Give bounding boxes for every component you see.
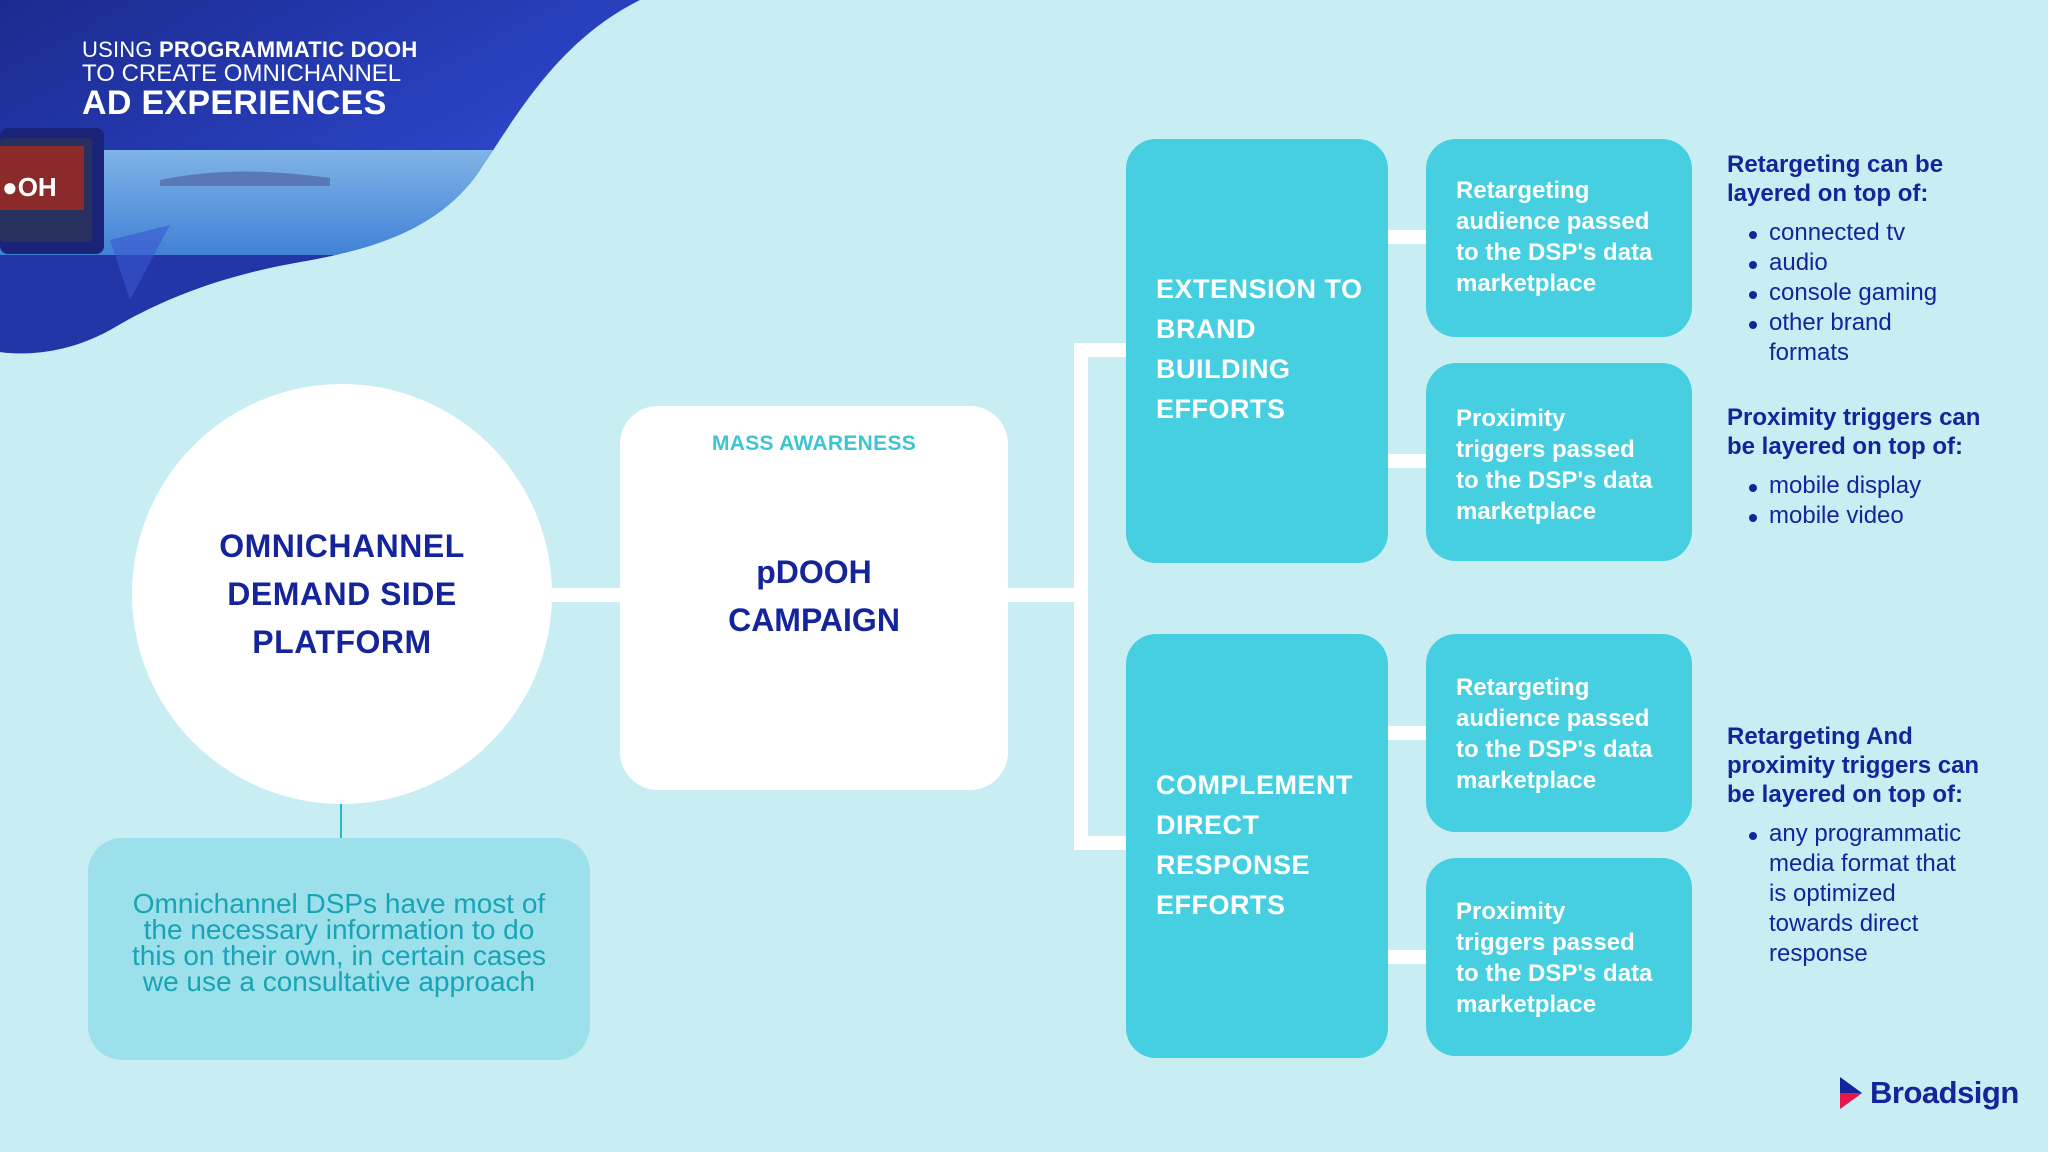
- campaign-card: MASS AWARENESS pDOOH CAMPAIGN: [620, 406, 1008, 790]
- branch-label: EXTENSION TO BRAND BUILDING EFFORTS: [1156, 274, 1363, 424]
- pin-stem: [340, 804, 342, 858]
- connector-sub-4: [1386, 950, 1428, 964]
- dsp-title: OMNICHANNEL DEMAND SIDE PLATFORM: [219, 528, 465, 660]
- connector-campaign-tree: [1008, 588, 1088, 602]
- screen-logo-icon: ●OH: [2, 172, 57, 202]
- title-line-2: TO CREATE OMNICHANNEL: [82, 60, 402, 88]
- branch-direct-response: COMPLEMENT DIRECT RESPONSE EFFORTS: [1126, 634, 1388, 1058]
- dsp-note: Omnichannel DSPs have most of the necess…: [88, 838, 590, 1060]
- list-item: other brand formats: [1749, 308, 2027, 368]
- list-item: mobile video: [1749, 501, 2027, 531]
- side-list: mobile display mobile video: [1727, 471, 2027, 531]
- side-heading: Retargeting And proximity triggers can b…: [1727, 723, 1980, 808]
- side-list: connected tv audio console gaming other …: [1727, 218, 2027, 368]
- sub-text: Proximity triggers passed to the DSP's d…: [1456, 898, 1653, 1018]
- sub-text: Proximity triggers passed to the DSP's d…: [1456, 405, 1653, 525]
- broadsign-logo: Broadsign: [1838, 1073, 2019, 1113]
- side-note-combined: Retargeting And proximity triggers can b…: [1727, 722, 2027, 969]
- list-item: any programmatic media format that is op…: [1749, 819, 2027, 969]
- sub-retargeting-1: Retargeting audience passed to the DSP's…: [1426, 139, 1692, 337]
- sub-retargeting-2: Retargeting audience passed to the DSP's…: [1426, 634, 1692, 832]
- side-heading: Retargeting can be layered on top of:: [1727, 151, 1944, 207]
- broadsign-play-icon: [1840, 1077, 1862, 1109]
- sub-text: Retargeting audience passed to the DSP's…: [1456, 177, 1653, 297]
- connector-tree-vertical: [1074, 343, 1088, 850]
- sub-proximity-2: Proximity triggers passed to the DSP's d…: [1426, 858, 1692, 1056]
- sub-proximity-1: Proximity triggers passed to the DSP's d…: [1426, 363, 1692, 561]
- list-item: mobile display: [1749, 471, 2027, 501]
- side-list: any programmatic media format that is op…: [1727, 819, 2027, 969]
- connector-sub-1: [1386, 230, 1428, 244]
- title-line-3: AD EXPERIENCES: [82, 84, 387, 123]
- brand-name: Broadsign: [1870, 1075, 2019, 1110]
- connector-dsp-campaign: [552, 588, 620, 602]
- header-title: USING PROGRAMMATIC DOOH TO CREATE OMNICH…: [82, 38, 417, 122]
- side-note-proximity: Proximity triggers can be layered on top…: [1727, 403, 2027, 531]
- list-item: console gaming: [1749, 278, 2027, 308]
- branch-brand-building: EXTENSION TO BRAND BUILDING EFFORTS: [1126, 139, 1388, 563]
- side-heading: Proximity triggers can be layered on top…: [1727, 404, 1981, 460]
- title-prefix: USING: [82, 37, 153, 62]
- header-banner: ●OH: [0, 0, 640, 354]
- side-note-retargeting: Retargeting can be layered on top of: co…: [1727, 150, 2027, 368]
- sub-text: Retargeting audience passed to the DSP's…: [1456, 674, 1653, 794]
- list-item: audio: [1749, 248, 2027, 278]
- campaign-kicker: MASS AWARENESS: [711, 432, 917, 455]
- dsp-note-text: Omnichannel DSPs have most of the necess…: [132, 888, 546, 997]
- dsp-circle: OMNICHANNEL DEMAND SIDE PLATFORM: [132, 384, 552, 804]
- connector-branch-top: [1074, 343, 1128, 357]
- list-item: connected tv: [1749, 218, 2027, 248]
- connector-branch-bottom: [1074, 836, 1128, 850]
- connector-sub-3: [1386, 726, 1428, 740]
- title-bold: PROGRAMMATIC DOOH: [159, 37, 418, 62]
- branch-label: COMPLEMENT DIRECT RESPONSE EFFORTS: [1156, 770, 1353, 920]
- campaign-title: pDOOH CAMPAIGN: [728, 554, 900, 638]
- connector-sub-2: [1386, 454, 1428, 468]
